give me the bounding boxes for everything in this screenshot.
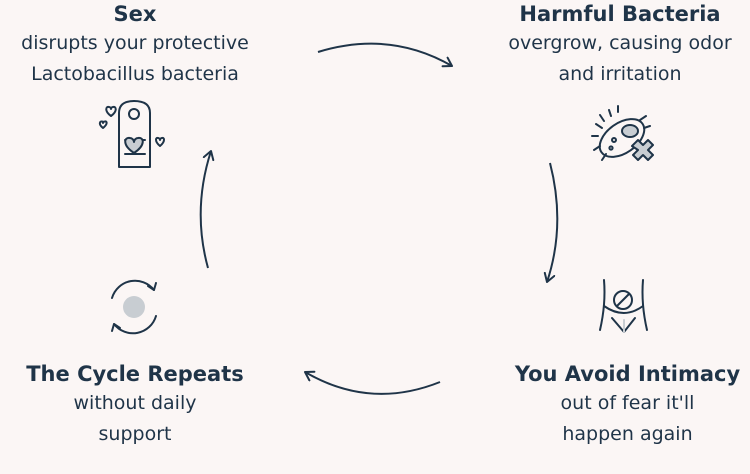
step-description-line: Lactobacillus bacteria <box>31 63 239 85</box>
step-title: The Cycle Repeats <box>26 362 244 386</box>
arrow-harmful-to-avoid <box>543 162 559 283</box>
step-description-line: and irritation <box>558 63 682 85</box>
step-description-line: out of fear it'll <box>560 392 695 414</box>
step-sex: Sex disrupts your protective Lactobacill… <box>0 0 270 90</box>
arrow-sex-to-harmful <box>317 42 453 68</box>
step-description-line: overgrow, causing odor <box>508 32 732 54</box>
arrow-avoid-to-cycle <box>304 370 441 395</box>
step-cycle-repeats: The Cycle Repeats without daily support <box>10 360 260 450</box>
step-title: You Avoid Intimacy <box>514 362 741 386</box>
cycle-arrows-icon <box>111 279 157 335</box>
pelvis-no-symbol-icon <box>599 279 648 333</box>
bacteria-cross-icon <box>591 105 654 161</box>
door-hanger-hearts-icon <box>98 100 165 168</box>
step-avoid-intimacy: You Avoid Intimacy out of fear it'll hap… <box>505 360 750 450</box>
step-description-line: happen again <box>562 423 693 445</box>
step-harmful-bacteria: Harmful Bacteria overgrow, causing odor … <box>490 0 750 90</box>
step-description-line: support <box>98 423 172 445</box>
step-description-line: without daily <box>73 392 197 414</box>
step-title: Harmful Bacteria <box>519 2 721 26</box>
step-title: Sex <box>113 2 157 26</box>
arrow-cycle-to-sex <box>199 150 215 269</box>
step-description-line: disrupts your protective <box>21 32 249 54</box>
